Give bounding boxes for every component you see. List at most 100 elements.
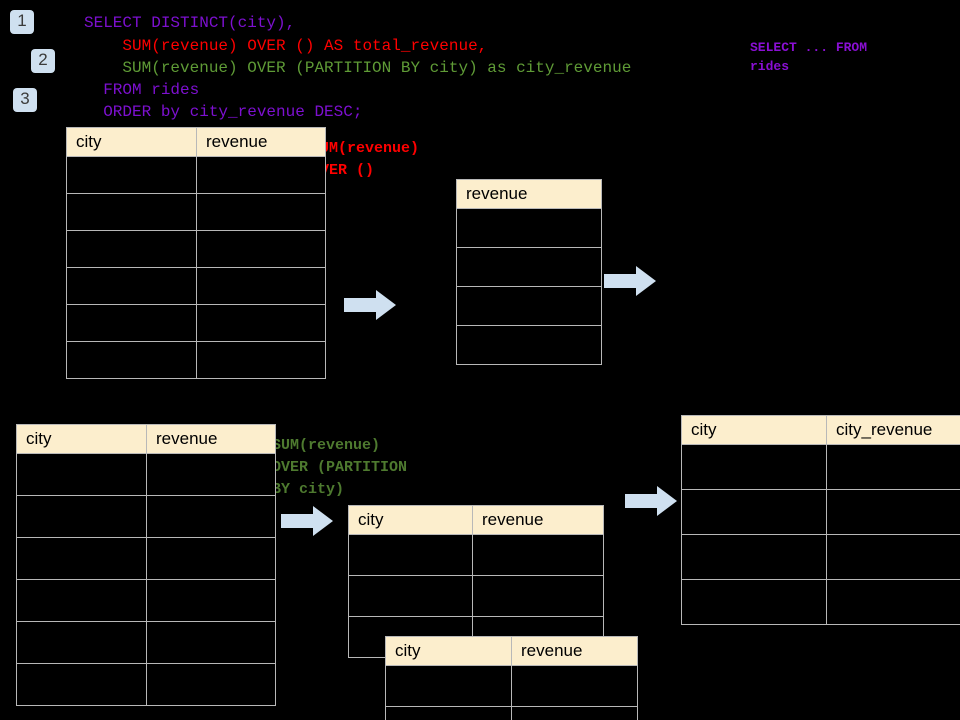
table-row [456,247,602,287]
column-header-revenue: revenue [472,505,604,535]
table-row [348,575,604,617]
table-cell [146,453,276,496]
table-cell [826,489,960,535]
table-rides-source-bottom: city revenue [16,424,276,706]
table-cell [66,156,197,194]
table-cell [196,193,326,231]
table-cell [66,230,197,268]
table-cell [681,489,827,535]
table-header-row: city revenue [385,636,638,666]
table-cell [16,621,147,664]
arrow-right-icon-bottom-right [625,486,677,516]
table-row [16,453,276,496]
sql-line-order-by: ORDER by city_revenue DESC; [84,103,363,121]
arrow-right-icon-top-right [604,266,656,296]
table-cell [681,579,827,625]
table-cell [196,156,326,194]
table-cell [16,537,147,580]
side-note-rides: rides [750,59,790,74]
table-header-row: city revenue [66,127,326,157]
table-cell [66,341,197,379]
sql-line-city-revenue: SUM(revenue) OVER (PARTITION BY city) as… [84,59,632,77]
column-header-revenue: revenue [456,179,602,209]
table-cell [456,208,602,248]
table-row [681,534,960,580]
table-cell [146,537,276,580]
table-row [16,663,276,706]
table-header-row: city revenue [16,424,276,454]
table-total-revenue-result: revenue [456,179,602,365]
table-cell [16,579,147,622]
table-cell [826,534,960,580]
table-row [16,579,276,622]
annotation-partition-window: SUM(revenue) OVER (PARTITION BY city) [272,437,408,498]
table-row [456,208,602,248]
column-header-city: city [16,424,147,454]
table-cell [146,495,276,538]
table-cell [456,247,602,287]
table-cell [16,663,147,706]
step-badge-1: 1 [10,10,34,34]
table-header-row: revenue [456,179,602,209]
table-row [681,444,960,490]
column-header-city-revenue: city_revenue [826,415,960,445]
column-header-city: city [681,415,827,445]
annotation-total-window: SUM(revenue) OVER () [311,140,420,179]
table-header-row: city city_revenue [681,415,960,445]
table-row [456,286,602,326]
column-header-city: city [66,127,197,157]
side-note-select-from: SELECT ... FROM [750,40,868,55]
column-header-city: city [385,636,512,666]
table-cell [196,230,326,268]
table-header-row: city revenue [348,505,604,535]
table-cell [681,534,827,580]
table-cell [511,665,638,707]
table-row [16,537,276,580]
table-row [66,304,326,342]
column-header-revenue: revenue [146,424,276,454]
table-cell [196,341,326,379]
table-row [16,495,276,538]
table-cell [66,304,197,342]
table-cell [16,453,147,496]
table-cell [826,579,960,625]
table-row [66,341,326,379]
table-cell [511,706,638,720]
step-badge-3: 3 [13,88,37,112]
table-cell [385,706,512,720]
arrow-right-icon-top-left [344,290,396,320]
table-cell [826,444,960,490]
table-row [66,193,326,231]
table-cell [472,575,604,617]
table-city-revenue-result: city city_revenue [681,415,960,625]
table-cell [348,534,473,576]
step-badge-2: 2 [31,49,55,73]
table-row [385,665,638,707]
table-row [681,489,960,535]
table-row [16,621,276,664]
table-cell [456,325,602,365]
table-row [385,706,638,720]
table-cell [681,444,827,490]
sql-line-from: FROM rides [84,81,200,99]
table-row [66,230,326,268]
table-rides-source-top: city revenue [66,127,326,379]
table-row [348,534,604,576]
table-cell [146,621,276,664]
table-cell [196,304,326,342]
table-cell [146,579,276,622]
table-row [681,579,960,625]
arrow-right-icon-bottom-left [281,506,333,536]
table-cell [66,193,197,231]
table-row [66,156,326,194]
sql-line-select: SELECT DISTINCT(city), [84,14,296,32]
table-cell [456,286,602,326]
table-row [66,267,326,305]
column-header-revenue: revenue [511,636,638,666]
table-partition-group-front: city revenue [385,636,638,720]
table-cell [472,534,604,576]
table-cell [146,663,276,706]
column-header-revenue: revenue [196,127,326,157]
table-cell [196,267,326,305]
